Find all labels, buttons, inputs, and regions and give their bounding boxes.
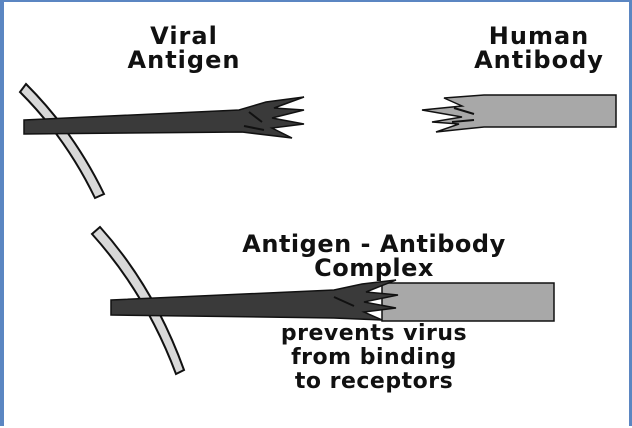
- complex-antigen-part: [111, 280, 398, 320]
- complex-label: Antigen - Antibody Complex: [199, 232, 549, 280]
- viral-antigen-shape: [24, 97, 304, 138]
- human-antibody-label: Human Antibody: [444, 24, 632, 72]
- complex-antibody-part: [382, 283, 554, 321]
- cell-wall-top: [20, 84, 104, 198]
- human-antibody-shape: [422, 95, 616, 132]
- viral-antigen-label: Viral Antigen: [99, 24, 269, 72]
- caption-text: prevents virus from binding to receptors: [224, 322, 524, 395]
